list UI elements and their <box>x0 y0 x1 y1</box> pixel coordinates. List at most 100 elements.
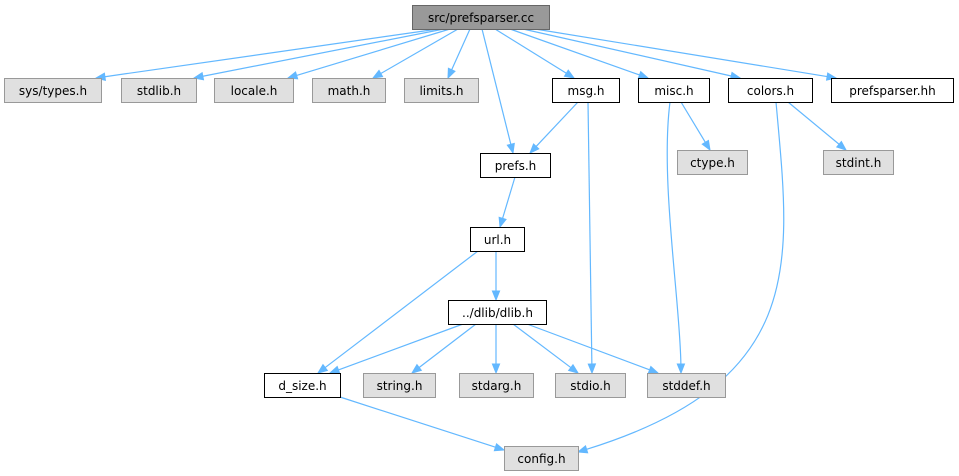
node-stdarg-label: stdarg.h <box>472 379 522 393</box>
node-systypes-label: sys/types.h <box>19 84 87 98</box>
edge-misc-to-stddef-arrowhead <box>676 363 686 375</box>
node-dsize[interactable]: d_size.h <box>264 373 341 398</box>
edge-root-to-locale <box>296 28 451 76</box>
edge-misc-to-ctype-arrowhead <box>701 139 711 152</box>
edge-msg-to-prefs <box>535 101 579 147</box>
node-math-label: math.h <box>328 84 371 98</box>
edge-root-to-prefs-arrowhead <box>506 142 515 155</box>
node-locale: locale.h <box>214 78 294 103</box>
node-stdio: stdio.h <box>555 373 626 398</box>
edge-url-to-dsize <box>324 250 479 369</box>
edge-colors-to-stdint-arrowhead <box>835 140 848 151</box>
edge-dlib-to-stdio-arrowhead <box>567 363 580 374</box>
node-stdint: stdint.h <box>823 150 894 175</box>
edge-msg-to-prefs-arrowhead <box>529 143 540 154</box>
node-url-label: url.h <box>484 233 511 247</box>
node-dsize-box <box>264 373 341 398</box>
edge-dsize-to-config <box>339 396 496 448</box>
node-stdint-box <box>823 150 894 175</box>
node-stdlib: stdlib.h <box>121 78 197 103</box>
node-dsize-label: d_size.h <box>278 379 326 393</box>
edge-root-to-prefsparserhh <box>534 28 828 78</box>
node-ctype: ctype.h <box>677 150 748 175</box>
node-root-box <box>412 5 550 30</box>
edge-dsize-to-config-arrowhead <box>493 442 506 452</box>
node-string-label: string.h <box>377 379 423 393</box>
edge-colors-to-config-arrowhead <box>576 445 589 454</box>
edge-prefs-to-url-arrowhead <box>498 216 507 229</box>
edge-url-to-dsize-arrowhead <box>316 363 329 374</box>
node-systypes: sys/types.h <box>4 78 102 103</box>
node-colors-box <box>728 78 813 103</box>
node-misc-label: misc.h <box>654 84 693 98</box>
nodes-layer: src/prefsparser.cc sys/types.h stdlib.h loc… <box>4 5 954 471</box>
node-root-label: src/prefsparser.cc <box>428 11 534 25</box>
node-root[interactable]: src/prefsparser.cc <box>412 5 550 30</box>
node-ctype-label: ctype.h <box>690 156 735 170</box>
node-colors[interactable]: colors.h <box>728 78 813 103</box>
node-stdio-label: stdio.h <box>570 379 610 393</box>
edge-msg-to-stdio-arrowhead <box>587 363 597 375</box>
edge-root-to-math-arrowhead <box>371 69 384 79</box>
edge-misc-to-ctype <box>680 101 706 143</box>
edge-root-to-misc-arrowhead <box>637 70 650 79</box>
node-prefsparserhh-box <box>831 78 954 103</box>
node-limits: limits.h <box>404 78 479 103</box>
node-config-label: config.h <box>517 452 565 466</box>
node-stddef-label: stddef.h <box>662 379 710 393</box>
edge-dlib-to-stddef-arrowhead <box>647 365 660 374</box>
node-stddef-box <box>647 373 726 398</box>
node-limits-label: limits.h <box>419 84 463 98</box>
edge-root-to-systypes <box>104 28 439 78</box>
edge-dlib-to-stdio <box>512 323 572 369</box>
edge-root-to-locale-arrowhead <box>286 71 299 80</box>
edge-dlib-to-string-arrowhead <box>410 363 423 374</box>
edge-root-to-limits <box>451 28 471 71</box>
edge-url-to-dlib-arrowhead <box>491 290 501 302</box>
node-dlib[interactable]: ../dlib/dlib.h <box>448 300 547 325</box>
edge-colors-to-config <box>586 101 785 450</box>
node-prefs-box <box>480 153 551 178</box>
edge-dlib-to-dsize <box>338 323 464 371</box>
node-stdlib-box <box>121 78 197 103</box>
node-dlib-box <box>448 300 547 325</box>
node-msg[interactable]: msg.h <box>552 78 620 103</box>
edge-root-to-prefs <box>481 28 512 145</box>
edge-root-to-math <box>380 28 459 75</box>
node-math: math.h <box>312 78 386 103</box>
node-limits-box <box>404 78 479 103</box>
node-string-box <box>363 373 436 398</box>
edge-colors-to-stdint <box>787 101 840 145</box>
node-msg-box <box>552 78 620 103</box>
edge-msg-to-stdio <box>587 101 593 365</box>
node-prefsparserhh-label: prefsparser.hh <box>849 84 936 98</box>
edge-root-to-msg <box>494 28 567 74</box>
edge-root-to-misc <box>509 28 640 76</box>
node-stddef: stddef.h <box>647 373 726 398</box>
node-url[interactable]: url.h <box>470 227 525 252</box>
edge-root-to-msg-arrowhead <box>563 69 576 79</box>
node-ctype-box <box>677 150 748 175</box>
node-config-box <box>504 446 579 471</box>
node-stdint-label: stdint.h <box>836 156 882 170</box>
node-prefs-label: prefs.h <box>495 159 537 173</box>
node-stdarg-box <box>459 373 534 398</box>
node-dlib-label: ../dlib/dlib.h <box>462 306 533 320</box>
node-string: string.h <box>363 373 436 398</box>
node-misc[interactable]: misc.h <box>638 78 710 103</box>
node-prefs[interactable]: prefs.h <box>480 153 551 178</box>
node-url-box <box>470 227 525 252</box>
node-msg-label: msg.h <box>568 84 605 98</box>
edge-root-to-stdlib <box>202 28 445 77</box>
node-misc-box <box>638 78 710 103</box>
node-config: config.h <box>504 446 579 471</box>
node-stdio-box <box>555 373 626 398</box>
node-systypes-box <box>4 78 102 103</box>
node-locale-label: locale.h <box>231 84 278 98</box>
node-stdlib-label: stdlib.h <box>137 84 181 98</box>
edge-prefs-to-url <box>502 176 516 219</box>
edge-misc-to-stddef <box>666 101 682 365</box>
edge-dlib-to-stddef <box>526 323 650 371</box>
node-prefsparserhh[interactable]: prefsparser.hh <box>831 78 954 103</box>
